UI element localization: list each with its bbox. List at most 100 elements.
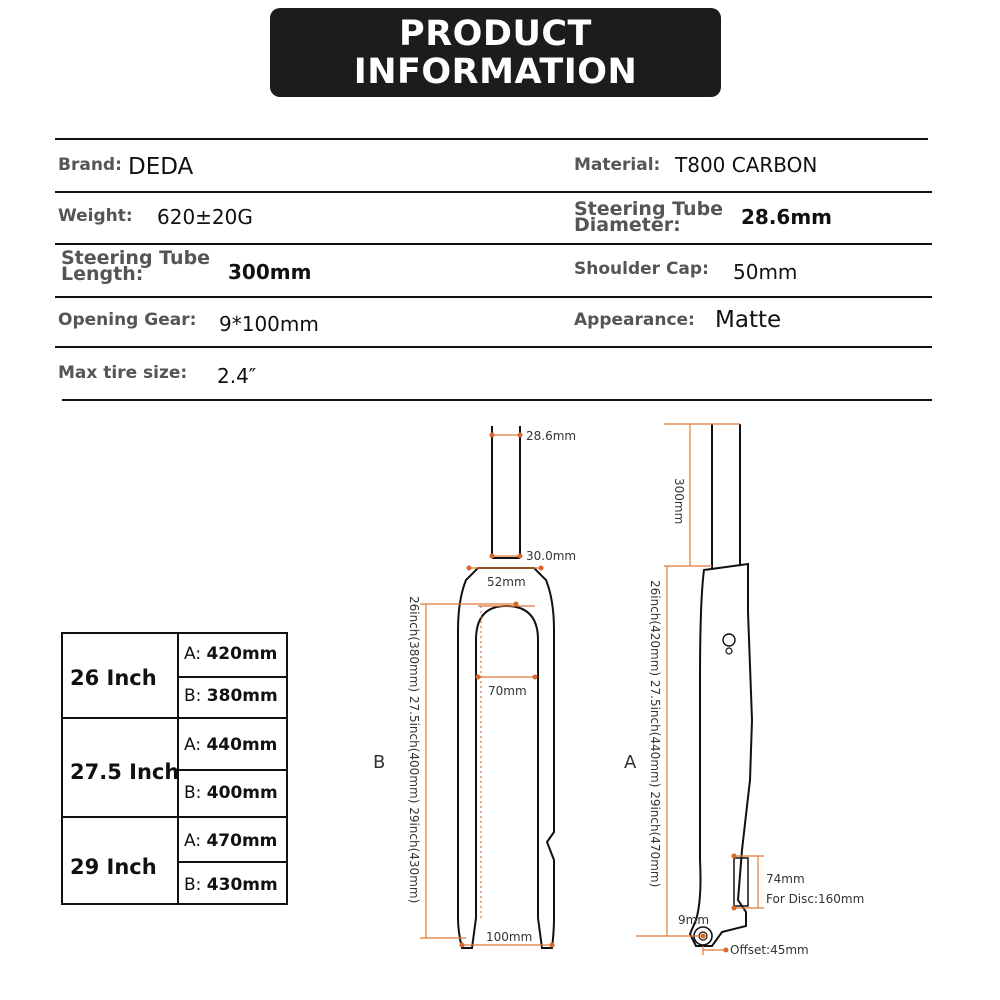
steerer-top-diameter: 28.6mm bbox=[526, 429, 576, 443]
dim-dot bbox=[459, 942, 465, 948]
size-table-half-rule bbox=[177, 676, 286, 678]
side-steerer-outline bbox=[711, 424, 741, 570]
spec-rule-5 bbox=[55, 346, 932, 348]
size-29-a-value: 470mm bbox=[206, 831, 278, 851]
spec-rule-6 bbox=[62, 399, 932, 401]
size-26-a-prefix: A: bbox=[184, 644, 202, 664]
size-29-b: B: 430mm bbox=[184, 875, 278, 895]
size-29-a: A: 470mm bbox=[184, 831, 277, 851]
dim-dot bbox=[475, 674, 481, 680]
opening-gear-value: 9*100mm bbox=[219, 312, 319, 336]
size-26-a: A: 420mm bbox=[184, 644, 277, 664]
size-table-row-rule bbox=[63, 717, 286, 719]
shoulder-cap-label: Shoulder Cap: bbox=[574, 259, 709, 279]
wheel-size-29: 29 Inch bbox=[70, 855, 157, 879]
front-steerer-outline bbox=[491, 426, 521, 556]
axle-spacing: 100mm bbox=[486, 930, 532, 944]
dim-dot bbox=[532, 674, 538, 680]
opening-gear-label: Opening Gear: bbox=[58, 310, 197, 330]
size-27-5-b-value: 400mm bbox=[206, 783, 278, 803]
steerer-base-diameter: 30.0mm bbox=[526, 549, 576, 563]
dim-dot bbox=[731, 905, 737, 911]
dim-dot bbox=[517, 553, 523, 559]
appearance-label: Appearance: bbox=[574, 310, 695, 330]
size-29-b-value: 430mm bbox=[206, 875, 278, 895]
title-line-2: INFORMATION bbox=[353, 51, 638, 92]
dim-dot bbox=[538, 565, 544, 571]
front-length-label: 26inch(380mm) 27.5inch(400mm) 29inch(430… bbox=[407, 596, 421, 903]
material-label: Material: bbox=[574, 155, 661, 175]
front-fork-outline bbox=[457, 567, 555, 949]
disc-mount-outline bbox=[733, 857, 749, 907]
dim-dot bbox=[513, 601, 519, 607]
size-table-half-rule bbox=[177, 769, 286, 771]
size-27-5-b: B: 400mm bbox=[184, 783, 278, 803]
side-labels: 300mm 26inch(420mm) 27.5inch(440mm) 29in… bbox=[624, 478, 864, 957]
front-view-letter: B bbox=[373, 752, 385, 773]
steering-tube-length-label: Steering Tube Length: bbox=[61, 247, 211, 285]
size-29-a-prefix: A: bbox=[184, 831, 202, 851]
steerer-length: 300mm bbox=[672, 478, 686, 524]
side-view-letter: A bbox=[624, 752, 637, 773]
dim-dot bbox=[549, 942, 555, 948]
size-26-b-value: 380mm bbox=[206, 686, 278, 706]
shoulder-cap-value: 50mm bbox=[733, 260, 798, 284]
spec-rule-2 bbox=[55, 191, 932, 193]
title-line-1: PRODUCT bbox=[399, 13, 592, 54]
weight-label: Weight: bbox=[58, 206, 133, 226]
steering-tube-diameter-label-line2: Diameter: bbox=[574, 214, 681, 236]
spec-rule-4 bbox=[55, 296, 932, 298]
size-27-5-a: A: 440mm bbox=[184, 735, 277, 755]
wheel-size-26: 26 Inch bbox=[70, 666, 157, 690]
weight-value: 620±20G bbox=[157, 205, 253, 229]
dim-dot bbox=[731, 853, 737, 859]
spec-rule-1 bbox=[55, 138, 928, 140]
dim-dot bbox=[489, 553, 495, 559]
size-27-5-a-value: 440mm bbox=[206, 735, 278, 755]
max-tire-size-value: 2.4″ bbox=[217, 364, 257, 388]
steering-tube-length-label-line2: Length: bbox=[61, 263, 144, 285]
dim-dot bbox=[489, 432, 495, 438]
dim-dot bbox=[723, 947, 729, 953]
max-tire-size-label: Max tire size: bbox=[58, 363, 188, 383]
inner-width: 70mm bbox=[488, 684, 527, 698]
disc-mount: 74mm bbox=[766, 872, 805, 886]
brake-hole-icon bbox=[722, 633, 736, 647]
side-fork-outline bbox=[688, 562, 754, 947]
wheel-size-27-5: 27.5 Inch bbox=[70, 760, 180, 784]
steering-tube-diameter-label: Steering Tube Diameter: bbox=[574, 198, 724, 236]
side-view bbox=[688, 424, 754, 947]
appearance-value: Matte bbox=[715, 307, 782, 333]
dim-dot bbox=[466, 565, 472, 571]
size-table-half-rule bbox=[177, 861, 286, 863]
spec-rule-3 bbox=[55, 243, 932, 245]
disc-rotor: For Disc:160mm bbox=[766, 892, 864, 906]
size-26-b: B: 380mm bbox=[184, 686, 278, 706]
dim-dot bbox=[517, 432, 523, 438]
steering-tube-length-value: 300mm bbox=[228, 260, 312, 284]
brand-value: DEDA bbox=[128, 154, 194, 180]
size-27-5-b-prefix: B: bbox=[184, 783, 202, 803]
steering-tube-diameter-label-line1: Steering Tube bbox=[574, 198, 724, 220]
side-length-label: 26inch(420mm) 27.5inch(440mm) 29inch(470… bbox=[648, 580, 662, 887]
front-dimensions bbox=[420, 434, 552, 946]
steering-tube-length-label-line1: Steering Tube bbox=[61, 247, 211, 269]
side-dimensions bbox=[636, 423, 764, 955]
side-dimension-dots bbox=[700, 853, 737, 953]
size-26-b-prefix: B: bbox=[184, 686, 202, 706]
dim-dot bbox=[700, 933, 706, 939]
brake-hole-icon bbox=[725, 647, 733, 655]
steering-tube-diameter-value: 28.6mm bbox=[741, 205, 833, 229]
material-value: T800 CARBON bbox=[675, 153, 818, 177]
front-labels: 28.6mm 30.0mm 52mm 70mm 100mm 26inch(380… bbox=[373, 429, 576, 944]
title-banner: PRODUCT INFORMATION bbox=[270, 8, 721, 97]
crown-width: 52mm bbox=[487, 575, 526, 589]
size-27-5-a-prefix: A: bbox=[184, 735, 202, 755]
size-29-b-prefix: B: bbox=[184, 875, 202, 895]
brand-label: Brand: bbox=[58, 155, 122, 175]
size-table-row-rule bbox=[63, 816, 286, 818]
size-26-a-value: 420mm bbox=[206, 644, 278, 664]
front-dimension-dots bbox=[459, 432, 555, 948]
size-table-divider bbox=[177, 634, 179, 903]
